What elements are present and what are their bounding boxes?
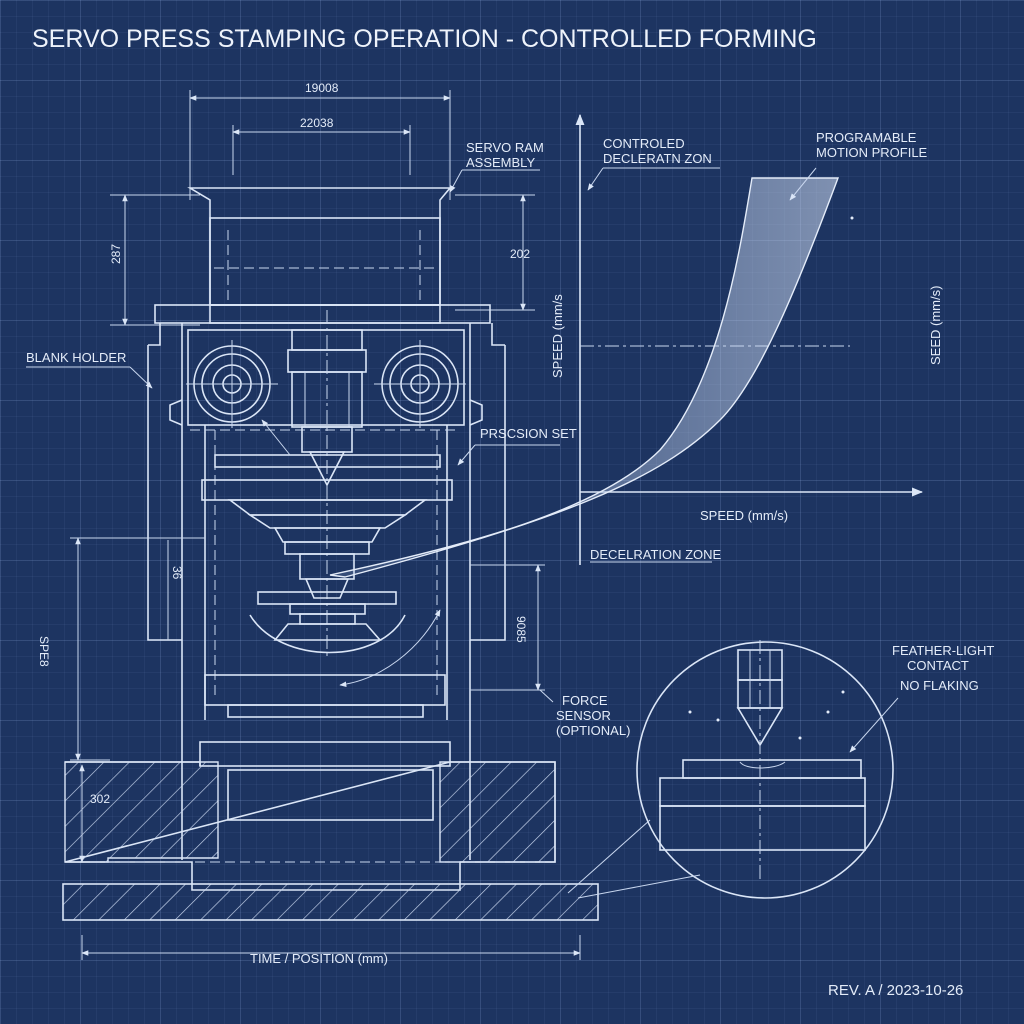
dim-right-height: 202 bbox=[510, 247, 530, 261]
contact-detail-view bbox=[567, 640, 899, 899]
precision-set-label: PRSCSION SET bbox=[480, 426, 577, 441]
controlled-decel-label-1: CONTROLED bbox=[603, 136, 685, 151]
force-sensor-label-1: FORCE bbox=[562, 693, 608, 708]
graph-right-axis-label: SEED (mm/s) bbox=[928, 286, 943, 365]
callout-precision-set: PRSCSION SET bbox=[457, 426, 577, 466]
dim-left-height: 287 bbox=[109, 244, 123, 264]
graph-x-axis-label: SPEED (mm/s) bbox=[700, 508, 788, 523]
callout-blank-holder: BLANK HOLDER bbox=[26, 350, 153, 389]
dim-mid-left: 36 bbox=[170, 566, 184, 580]
blank-holder-label: BLANK HOLDER bbox=[26, 350, 126, 365]
page-title: SERVO PRESS STAMPING OPERATION - CONTROL… bbox=[32, 25, 817, 53]
programmable-label-1: PROGRAMABLE bbox=[816, 130, 917, 145]
controlled-decel-label-2: DECLERATN ZON bbox=[603, 151, 712, 166]
dim-overall-width: 19008 bbox=[305, 81, 339, 95]
motion-profile-graph bbox=[329, 113, 924, 578]
side-dimensions: 287 202 bbox=[109, 194, 535, 326]
time-position-label: TIME / POSITION (mm) bbox=[250, 951, 388, 966]
deceleration-zone-label: DECELRATION ZONE bbox=[590, 547, 722, 562]
bolster-bed bbox=[62, 674, 599, 921]
feather-light-label-1: FEATHER-LIGHT bbox=[892, 643, 994, 658]
servo-wheel-left bbox=[186, 340, 278, 428]
callout-servo-ram: SERVO RAM ASSEMBLY bbox=[449, 140, 544, 193]
servo-ram bbox=[287, 310, 367, 660]
force-sensor-label-2: SENSOR bbox=[556, 708, 611, 723]
stroke-dimensions: SPE8 36 9085 302 bbox=[37, 537, 581, 960]
motion-profile-curve bbox=[329, 177, 840, 578]
force-sensor-label-3: (OPTIONAL) bbox=[556, 723, 630, 738]
programmable-label-2: MOTION PROFILE bbox=[816, 145, 928, 160]
servo-wheel-right bbox=[374, 340, 466, 428]
graph-y-axis-label: SPEED (mm/s bbox=[550, 294, 565, 378]
dim-inner-width: 22038 bbox=[300, 116, 334, 130]
no-flaking-label: NO FLAKING bbox=[900, 678, 979, 693]
top-dimensions: 19008 22038 bbox=[189, 81, 451, 200]
dim-right-stroke: 9085 bbox=[514, 616, 528, 643]
upper-die bbox=[201, 454, 453, 599]
dim-base-height: 302 bbox=[90, 792, 110, 806]
callout-force-sensor: FORCE SENSOR (OPTIONAL) bbox=[539, 689, 630, 738]
feather-light-label-2: CONTACT bbox=[907, 658, 969, 673]
dim-left-stroke: SPE8 bbox=[37, 636, 51, 667]
lower-die bbox=[249, 419, 441, 687]
servo-ram-label-1: SERVO RAM bbox=[466, 140, 544, 155]
servo-ram-label-2: ASSEMBLY bbox=[466, 155, 535, 170]
revision-label: REV. A / 2023-10-26 bbox=[828, 982, 963, 999]
